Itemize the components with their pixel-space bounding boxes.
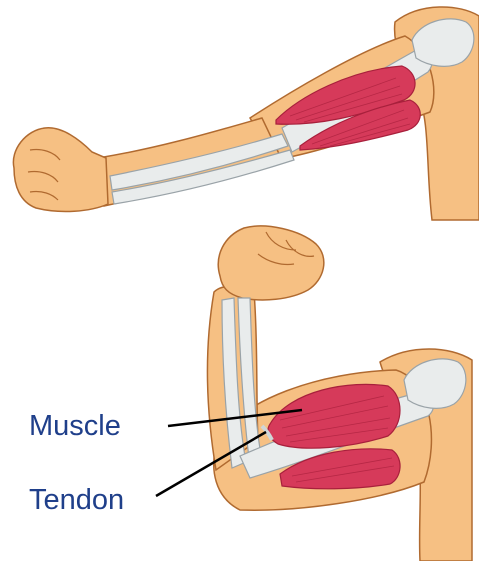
flexed-arm-fist (218, 226, 324, 300)
muscle-label: Muscle (29, 412, 121, 441)
extended-arm-fist (13, 128, 108, 212)
flexed-arm (207, 226, 472, 561)
tendon-label: Tendon (29, 486, 124, 515)
extended-arm (13, 7, 479, 220)
